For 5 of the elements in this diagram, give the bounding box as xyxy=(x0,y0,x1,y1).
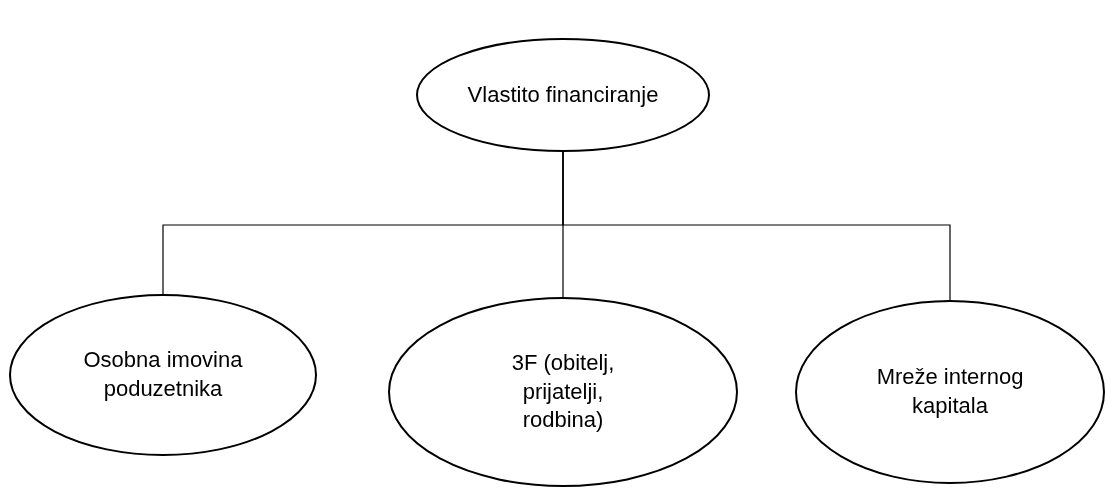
node-label: Osobna imovina poduzetnika xyxy=(82,346,244,403)
node-label: Vlastito financiranje xyxy=(467,80,659,109)
node-label: 3F (obitelj, prijatelji, rodbina) xyxy=(510,349,616,435)
node-label: Mreže internog kapitala xyxy=(875,363,1025,420)
connector-line xyxy=(562,151,951,301)
